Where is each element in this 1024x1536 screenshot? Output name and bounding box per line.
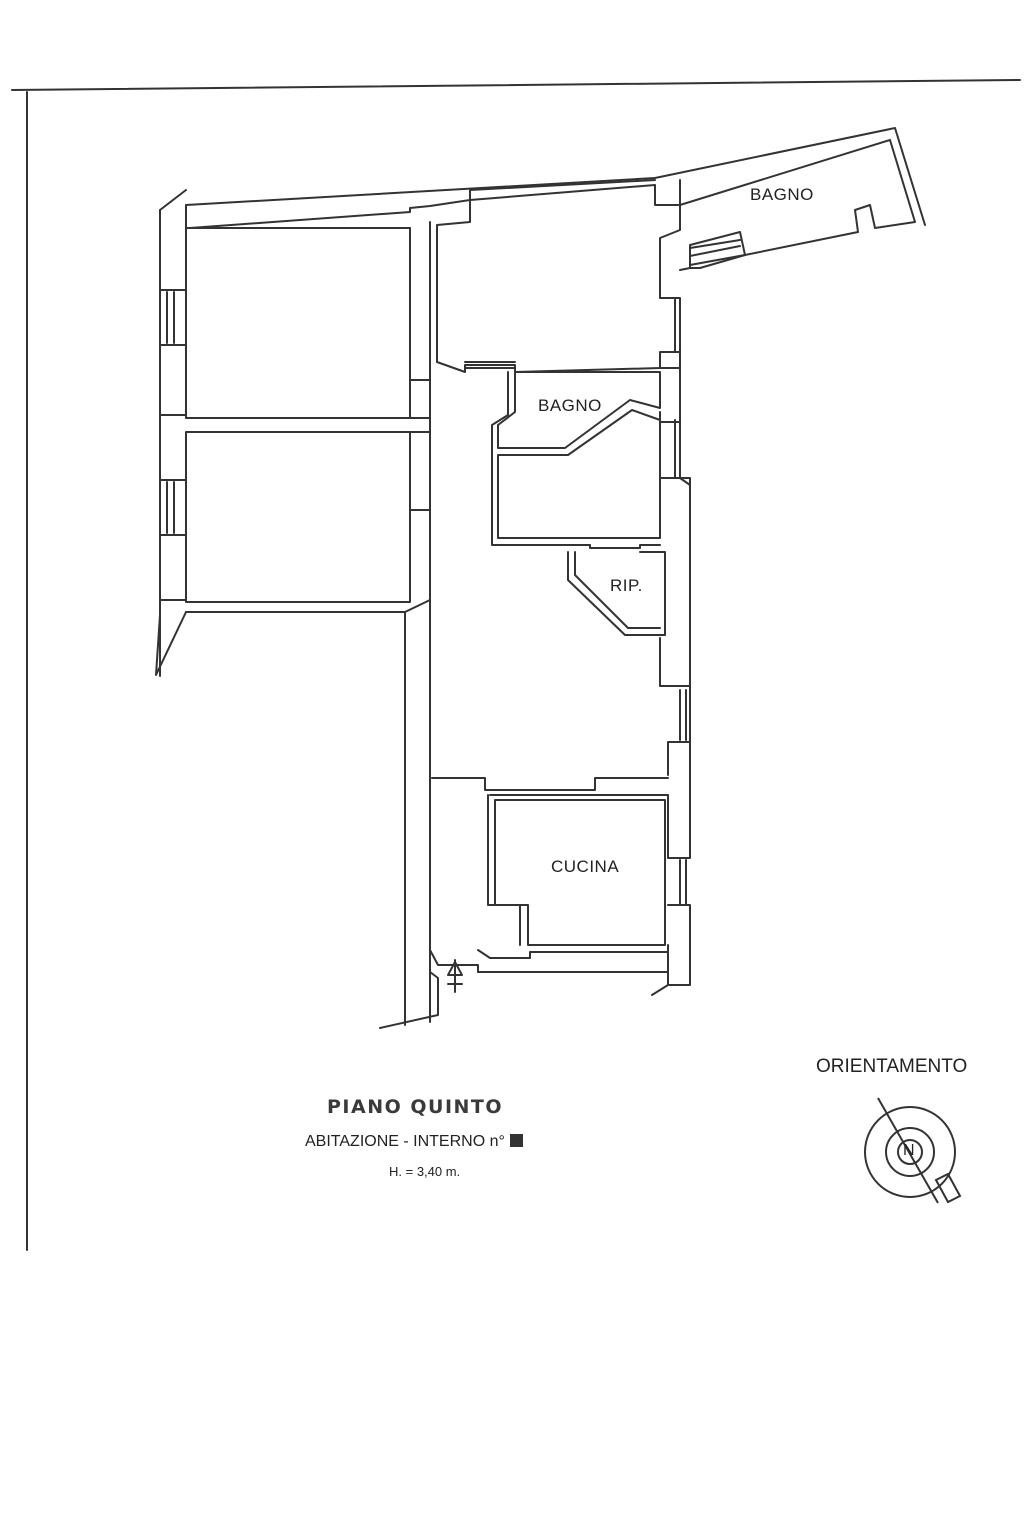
bagno-mid-wall — [497, 371, 661, 449]
west-wall — [159, 189, 187, 291]
north-compass-icon — [864, 1097, 962, 1204]
north-letter: N — [903, 1142, 915, 1159]
room-top-middle-wall — [436, 184, 681, 373]
unit-label: ABITAZIONE - INTERNO n° — [305, 1133, 523, 1151]
corridor-west-wall — [185, 611, 406, 1026]
north-wall-inner — [189, 179, 656, 229]
floor-title: PIANO QUINTO — [327, 1096, 504, 1118]
room-label-bagno-mid: BAGNO — [538, 396, 602, 415]
redacted-number-box — [509, 1134, 523, 1147]
ceiling-height: H. = 3,40 m. — [389, 1164, 461, 1179]
ripostiglio-wall — [567, 551, 666, 636]
room-label-cucina: CUCINA — [551, 857, 620, 876]
unit-text: ABITAZIONE - INTERNO n° — [305, 1133, 505, 1150]
frame-top-line — [11, 79, 1021, 91]
bedroom-1-wall — [185, 227, 411, 419]
bedroom-2-wall — [185, 431, 411, 603]
south-wall — [429, 949, 669, 996]
north-wall-outer — [185, 127, 926, 226]
cucina-wall — [431, 777, 669, 791]
room-label-bagno-top: BAGNO — [750, 185, 814, 204]
orientation-label: ORIENTAMENTO — [816, 1056, 968, 1077]
room-label-ripostiglio: RIP. — [610, 576, 643, 595]
room-middle-wall — [497, 409, 661, 539]
